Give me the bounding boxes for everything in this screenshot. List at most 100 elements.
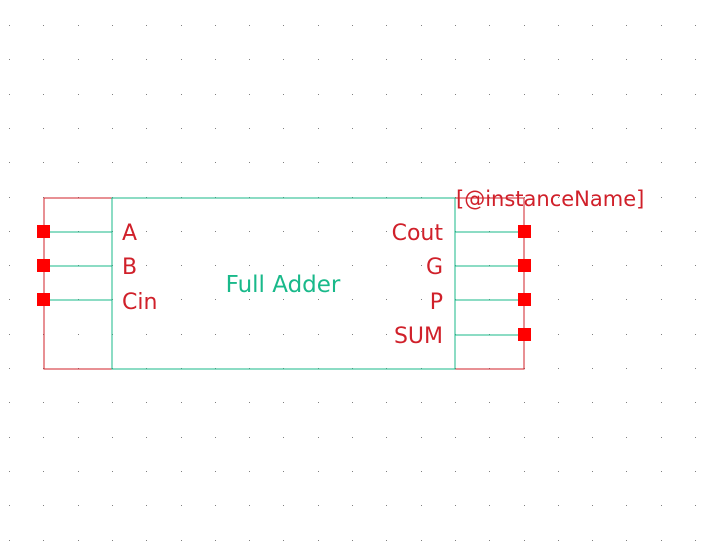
grid-dot <box>181 540 182 541</box>
grid-dot <box>352 231 353 232</box>
grid-dot <box>386 505 387 506</box>
grid-dot <box>9 265 10 266</box>
grid-dot <box>695 128 696 129</box>
grid-dot <box>455 505 456 506</box>
grid-dot <box>592 334 593 335</box>
grid-dot <box>249 94 250 95</box>
grid-dot <box>421 94 422 95</box>
grid-dot <box>455 94 456 95</box>
pin-label-cin: Cin <box>122 290 157 315</box>
grid-dot <box>695 368 696 369</box>
grid-dot <box>558 231 559 232</box>
grid-dot <box>592 402 593 403</box>
grid-dot <box>215 25 216 26</box>
grid-dot <box>215 94 216 95</box>
grid-dot <box>421 59 422 60</box>
grid-dot <box>352 334 353 335</box>
grid-dot <box>283 25 284 26</box>
grid-dot <box>455 59 456 60</box>
grid-dot <box>181 162 182 163</box>
grid-dot <box>146 299 147 300</box>
grid-dot <box>386 437 387 438</box>
grid-dot <box>215 505 216 506</box>
grid-dot <box>9 197 10 198</box>
grid-dot <box>592 437 593 438</box>
grid-dot <box>78 59 79 60</box>
symbol-title: Full Adder <box>226 272 341 298</box>
grid-dot <box>78 437 79 438</box>
pin-b[interactable] <box>37 259 50 272</box>
pin-p[interactable] <box>518 293 531 306</box>
grid-dot <box>181 265 182 266</box>
grid-dot <box>386 25 387 26</box>
pin-g[interactable] <box>518 259 531 272</box>
grid-dot <box>626 402 627 403</box>
grid-dot <box>524 128 525 129</box>
grid-dot <box>215 162 216 163</box>
grid-dot <box>283 334 284 335</box>
grid-dot <box>9 231 10 232</box>
grid-dot <box>9 59 10 60</box>
grid-dot <box>455 402 456 403</box>
grid-dot <box>249 299 250 300</box>
grid-dot <box>592 540 593 541</box>
grid-dot <box>352 25 353 26</box>
grid-dot <box>9 471 10 472</box>
grid-dot <box>318 94 319 95</box>
grid-dot <box>489 94 490 95</box>
pin-sum[interactable] <box>518 328 531 341</box>
grid-dot <box>489 505 490 506</box>
grid-dot <box>352 402 353 403</box>
grid-dot <box>386 334 387 335</box>
grid-dot <box>352 128 353 129</box>
grid-dot <box>318 505 319 506</box>
grid-dot <box>386 265 387 266</box>
grid-dot <box>558 59 559 60</box>
grid-dot <box>592 505 593 506</box>
grid-dot <box>524 505 525 506</box>
grid-dot <box>249 334 250 335</box>
grid-dot <box>318 231 319 232</box>
grid-dot <box>626 505 627 506</box>
grid-dot <box>558 505 559 506</box>
grid-dot <box>146 162 147 163</box>
grid-dot <box>283 231 284 232</box>
grid-dot <box>9 437 10 438</box>
grid-dot <box>249 540 250 541</box>
grid-dot <box>181 402 182 403</box>
grid-dot <box>421 471 422 472</box>
grid-dot <box>43 505 44 506</box>
grid-dot <box>146 334 147 335</box>
grid-dot <box>352 162 353 163</box>
grid-dot <box>78 540 79 541</box>
grid-dot <box>661 437 662 438</box>
pin-label-a: A <box>122 221 137 246</box>
symbol-body[interactable] <box>111 197 456 370</box>
grid-dot <box>43 94 44 95</box>
grid-dot <box>181 25 182 26</box>
grid-dot <box>249 437 250 438</box>
grid-dot <box>524 471 525 472</box>
grid-dot <box>181 94 182 95</box>
instance-name-label[interactable]: [@instanceName] <box>456 187 644 211</box>
grid-dot <box>352 505 353 506</box>
grid-dot <box>558 299 559 300</box>
grid-dot <box>626 471 627 472</box>
grid-dot <box>386 128 387 129</box>
grid-dot <box>9 505 10 506</box>
grid-dot <box>318 540 319 541</box>
grid-dot <box>215 231 216 232</box>
grid-dot <box>695 299 696 300</box>
grid-dot <box>249 505 250 506</box>
grid-dot <box>249 402 250 403</box>
grid-dot <box>78 162 79 163</box>
pin-cin[interactable] <box>37 293 50 306</box>
pin-a[interactable] <box>37 225 50 238</box>
grid-dot <box>318 437 319 438</box>
grid-dot <box>146 540 147 541</box>
pin-cout[interactable] <box>518 225 531 238</box>
grid-dot <box>661 402 662 403</box>
grid-dot <box>215 402 216 403</box>
